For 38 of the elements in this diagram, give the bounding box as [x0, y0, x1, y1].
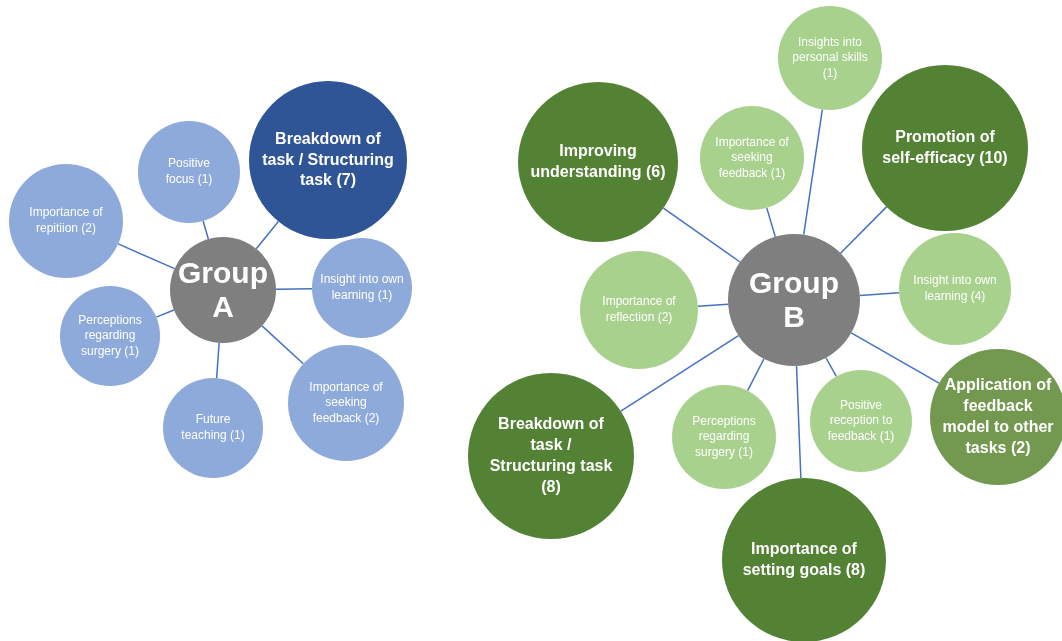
theme-label: Breakdown of task / Structuring task (7): [261, 128, 395, 191]
theme-label: Perceptions regarding surgery (1): [77, 312, 143, 360]
theme-label: Insight into own learning (1): [320, 272, 404, 304]
connector-line: [850, 332, 940, 384]
theme-label: Importance of setting goals (8): [742, 539, 866, 580]
connector-line: [620, 334, 740, 412]
connector-line: [275, 287, 313, 290]
connector-line: [697, 303, 729, 307]
theme-label: Improving understanding (6): [529, 141, 667, 182]
theme-label: Perceptions regarding surgery (1): [691, 413, 757, 461]
connector-line: [662, 207, 741, 263]
theme-label: Insights into personal skills (1): [791, 34, 869, 82]
connector-line: [839, 206, 888, 254]
connector-line: [766, 207, 777, 238]
theme-label: Breakdown of task / Structuring task (8): [488, 414, 614, 497]
theme-label: Positive reception to feedback (1): [826, 397, 896, 445]
theme-label: Importance of seeking feedback (1): [714, 134, 790, 182]
theme-label: Future teaching (1): [180, 412, 246, 444]
connector-line: [825, 357, 838, 378]
theme-label: Positive focus (1): [164, 156, 214, 188]
group-label: Group B: [748, 265, 840, 335]
group-label: Group A: [178, 255, 268, 325]
connector-line: [155, 309, 175, 318]
connector-line: [859, 292, 900, 297]
theme-label: Promotion of self-efficacy (10): [881, 127, 1009, 168]
theme-label: Importance of repitiion (2): [28, 205, 104, 237]
theme-label: Importance of seeking feedback (2): [308, 379, 384, 427]
theme-label: Importance of reflection (2): [601, 294, 677, 326]
connector-line: [117, 243, 176, 270]
connector-line: [202, 220, 210, 240]
theme-label: Application of feedback model to other tasks (2): [941, 375, 1055, 458]
connector-line: [802, 108, 824, 236]
connector-line: [255, 220, 280, 250]
connector-line: [215, 342, 220, 379]
theme-label: Insight into own learning (4): [912, 273, 998, 305]
connector-line: [746, 358, 765, 392]
connector-line: [795, 365, 802, 479]
connector-line: [261, 325, 305, 365]
